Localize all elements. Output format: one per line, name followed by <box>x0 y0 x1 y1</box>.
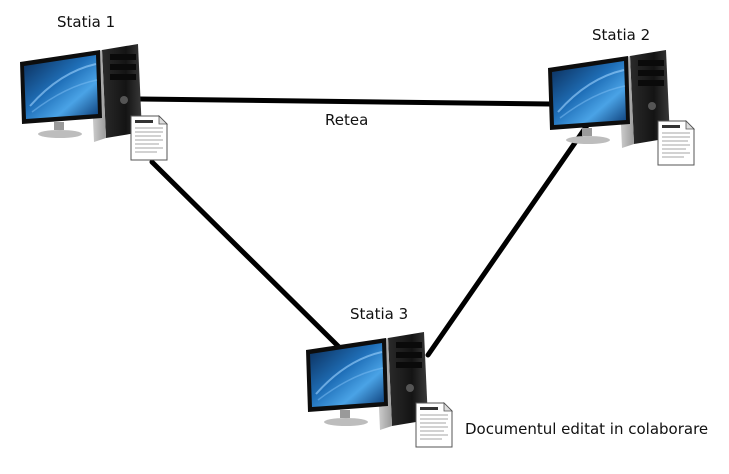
shared-document-label: Documentul editat in colaborare <box>465 420 709 438</box>
network-label: Retea <box>325 111 369 129</box>
link-station-1-station-2 <box>137 96 553 107</box>
network-links <box>137 96 591 358</box>
desktop-computer-icon <box>547 49 671 149</box>
document-icon <box>657 120 695 166</box>
station-3-label: Statia 3 <box>350 305 409 323</box>
document-icon <box>130 115 168 161</box>
station-1-computer <box>19 43 168 161</box>
link-station-2-station-3 <box>425 121 591 358</box>
station-2-label: Statia 2 <box>592 26 651 44</box>
document-icon <box>415 402 453 448</box>
station-1-label: Statia 1 <box>57 13 116 31</box>
desktop-computer-icon <box>305 331 429 431</box>
desktop-computer-icon <box>19 43 143 143</box>
link-station-1-station-3 <box>149 159 343 351</box>
